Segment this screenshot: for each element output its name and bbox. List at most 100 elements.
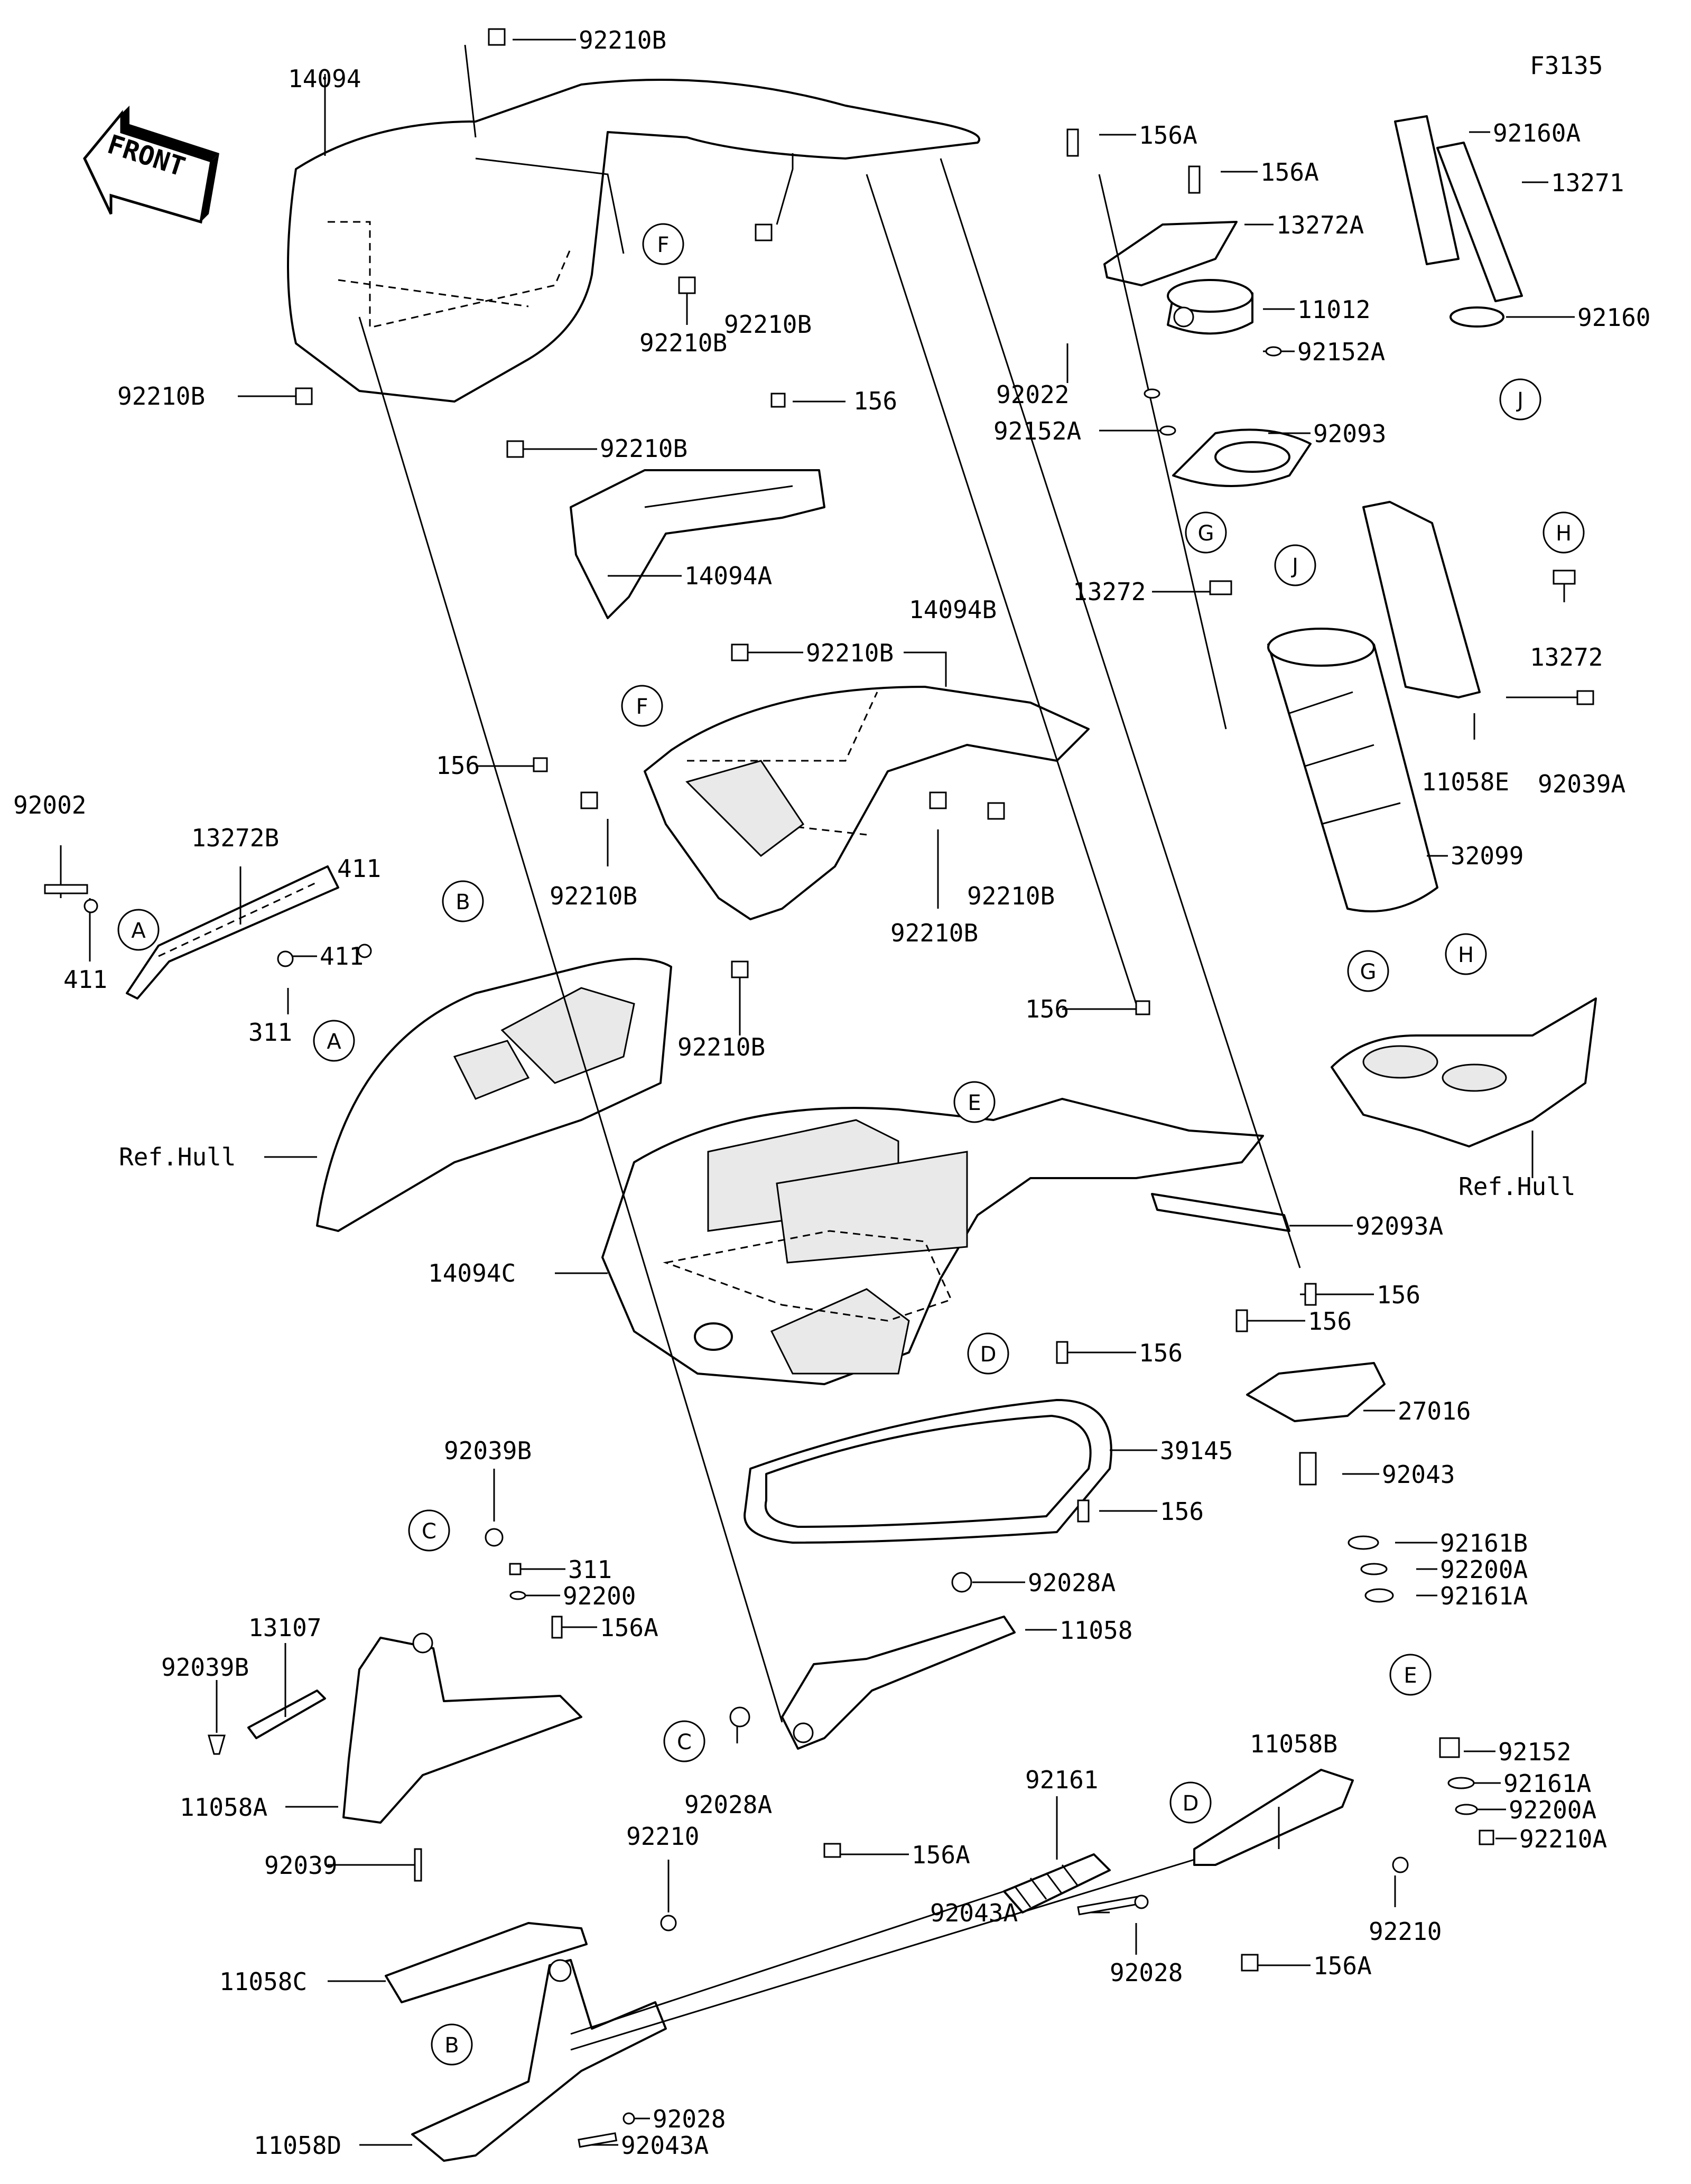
part-11058C — [385, 1922, 588, 2003]
svg-text:H: H — [1556, 521, 1572, 546]
label-11058C: 11058C — [219, 1967, 307, 1996]
label-156A: 156A — [1313, 1952, 1372, 1980]
callout-G-ring: G — [1185, 511, 1227, 554]
ref-hull-right — [1331, 997, 1597, 1147]
label-13272A: 13272A — [1276, 211, 1364, 239]
svg-text:A: A — [327, 1030, 341, 1054]
label-311: 311 — [248, 1018, 292, 1047]
label-92039B: 92039B — [161, 1653, 249, 1682]
label-92200A: 92200A — [1440, 1555, 1528, 1584]
label-92210B: 92210B — [677, 1033, 765, 1061]
callout-D-tray: D — [967, 1332, 1009, 1375]
label-ref-hull: Ref.Hull — [1458, 1172, 1576, 1201]
callout-A-hull: A — [313, 1020, 355, 1062]
label-14094B: 14094B — [909, 595, 997, 624]
callout-H-hull: H — [1445, 933, 1487, 975]
callout-F-mid: F — [621, 685, 663, 727]
part-11012-cap — [1167, 279, 1253, 335]
label-11058B: 11058B — [1250, 1730, 1337, 1758]
label-411: 411 — [320, 942, 364, 970]
callout-E-tray: E — [953, 1081, 996, 1123]
part-27016 — [1246, 1362, 1386, 1422]
part-39145-gasket — [744, 1399, 1112, 1544]
svg-text:B: B — [456, 890, 470, 914]
label-92160A: 92160A — [1493, 119, 1581, 147]
label-92152A: 92152A — [993, 417, 1081, 445]
label-92043: 92043 — [1382, 1460, 1455, 1489]
part-92160A — [1394, 115, 1460, 265]
label-92210B: 92210B — [724, 310, 812, 339]
callout-B-bottom: B — [431, 2023, 473, 2066]
part-11058 — [781, 1616, 1016, 1750]
label-92160: 92160 — [1577, 303, 1650, 332]
label-92028: 92028 — [653, 2105, 726, 2133]
callout-J-tube: J — [1274, 544, 1316, 586]
label-92210B: 92210B — [967, 882, 1055, 910]
label-11058A: 11058A — [180, 1793, 267, 1822]
part-13271 — [1436, 142, 1523, 302]
label-92093: 92093 — [1313, 419, 1386, 448]
label-92210B: 92210B — [600, 434, 687, 463]
label-156: 156 — [1160, 1497, 1204, 1526]
svg-text:J: J — [1290, 554, 1298, 578]
part-number-labels: 92210B 14094 92210B 92210B 92210B 92210B… — [13, 26, 1650, 2160]
svg-text:H: H — [1458, 943, 1474, 967]
label-156: 156 — [1377, 1281, 1420, 1309]
part-92160 — [1450, 306, 1504, 328]
part-32099-tube — [1267, 628, 1438, 912]
label-92039A: 92039A — [1538, 770, 1625, 798]
svg-text:B: B — [444, 2033, 459, 2058]
label-92039: 92039 — [264, 1851, 337, 1880]
callout-B-hull: B — [442, 880, 484, 922]
label-39145: 39145 — [1160, 1436, 1233, 1465]
label-13272: 13272 — [1530, 643, 1603, 671]
svg-text:C: C — [422, 1519, 436, 1544]
label-92039B: 92039B — [444, 1436, 532, 1465]
callout-C-mid: C — [663, 1720, 705, 1762]
part-11058E — [1362, 501, 1481, 698]
label-11012: 11012 — [1297, 295, 1370, 324]
figure-code: F3135 — [1530, 51, 1603, 80]
part-11058D — [411, 1959, 667, 2162]
part-92093A — [1151, 1193, 1290, 1232]
svg-text:A: A — [131, 919, 146, 943]
svg-text:G: G — [1360, 960, 1377, 984]
label-156: 156 — [853, 387, 897, 415]
label-92043A: 92043A — [930, 1899, 1018, 1927]
label-156: 156 — [1139, 1339, 1183, 1367]
label-92210B: 92210B — [890, 919, 978, 947]
label-311: 311 — [568, 1555, 612, 1584]
part-13272B — [126, 865, 339, 1000]
label-92002: 92002 — [13, 791, 86, 819]
label-92200A: 92200A — [1509, 1796, 1596, 1824]
label-156A: 156A — [1260, 158, 1319, 186]
label-156: 156 — [1025, 995, 1069, 1023]
label-92028A: 92028A — [1028, 1569, 1116, 1597]
label-92028A: 92028A — [684, 1790, 772, 1819]
svg-text:F: F — [636, 695, 648, 719]
label-92043A: 92043A — [621, 2131, 709, 2160]
label-92161A: 92161A — [1503, 1769, 1591, 1798]
part-13107-pin — [247, 1690, 326, 1739]
label-156A: 156A — [1139, 121, 1197, 150]
label-13107: 13107 — [248, 1613, 321, 1642]
part-14094A — [570, 469, 825, 619]
label-92210: 92210 — [1369, 1917, 1442, 1946]
callout-H-bracket: H — [1543, 511, 1585, 554]
label-92210B: 92210B — [579, 26, 666, 54]
label-92161: 92161 — [1025, 1766, 1098, 1794]
label-92161B: 92161B — [1440, 1529, 1528, 1557]
fasteners — [44, 28, 1594, 2148]
label-13272: 13272 — [1073, 577, 1146, 606]
label-11058D: 11058D — [254, 2131, 341, 2160]
label-11058: 11058 — [1060, 1616, 1132, 1645]
part-92093-ring — [1172, 428, 1312, 487]
label-92210B: 92210B — [550, 882, 637, 910]
label-13272B: 13272B — [191, 824, 279, 852]
label-ref-hull: Ref.Hull — [119, 1143, 236, 1171]
callout-D-bracket: D — [1169, 1781, 1212, 1824]
svg-text:D: D — [980, 1342, 997, 1367]
label-14094: 14094 — [288, 64, 361, 93]
ref-hull-left — [316, 958, 672, 1232]
label-92152A: 92152A — [1297, 338, 1385, 366]
